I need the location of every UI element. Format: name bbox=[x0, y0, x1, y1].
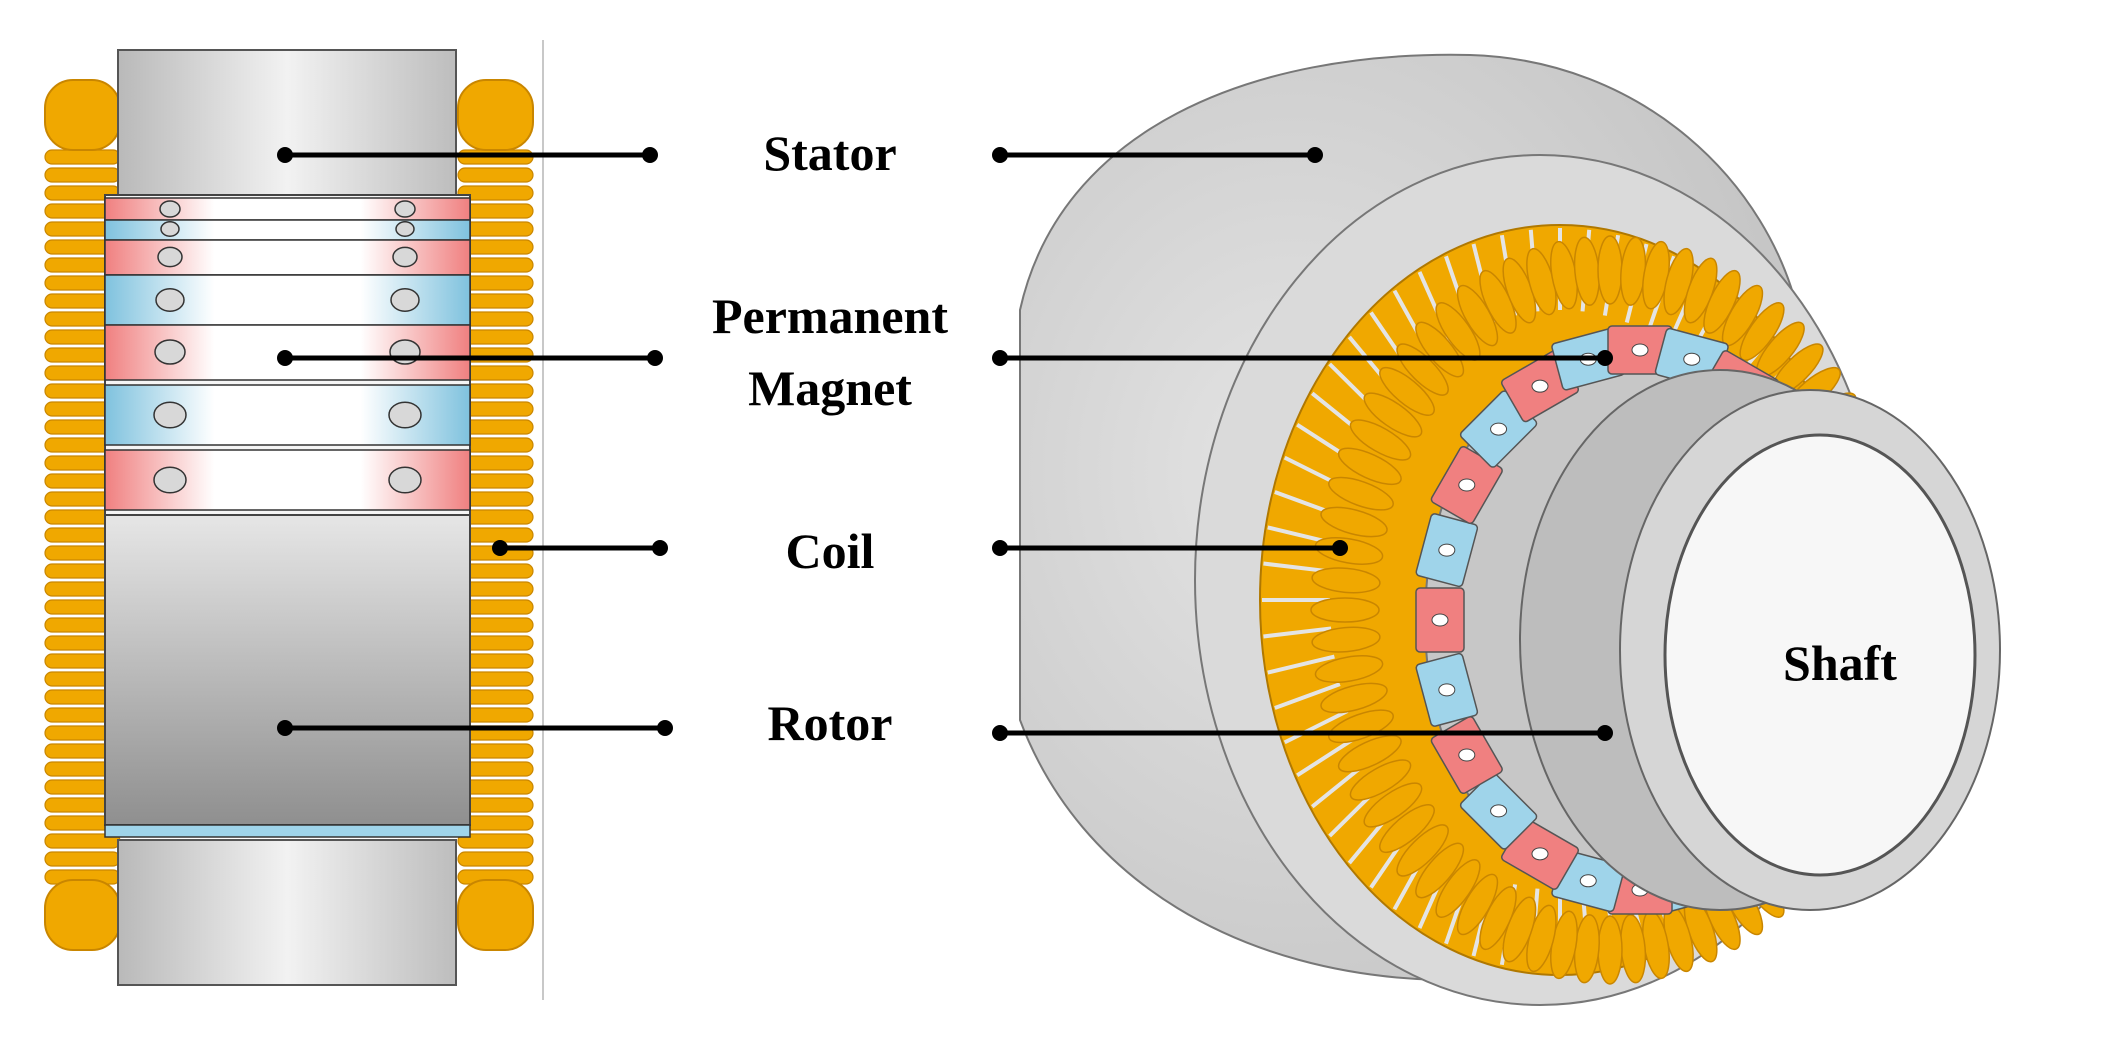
coil-turn bbox=[1328, 476, 1394, 511]
coil-end-cap bbox=[44, 879, 121, 951]
magnet-hole bbox=[159, 200, 181, 218]
leader-dot bbox=[642, 147, 658, 163]
magnet-holes bbox=[153, 200, 422, 494]
leader-dot bbox=[652, 540, 668, 556]
coil-turn bbox=[457, 851, 534, 867]
magnet-hole bbox=[1579, 874, 1597, 888]
coil-turn bbox=[1349, 759, 1412, 801]
leader-dot bbox=[1307, 147, 1323, 163]
coil-turn bbox=[1597, 915, 1623, 985]
magnet-hole bbox=[160, 221, 180, 237]
leader-dot bbox=[992, 725, 1008, 741]
magnet-hole bbox=[1531, 379, 1549, 393]
coil-turn bbox=[457, 185, 534, 201]
leader-dot bbox=[657, 720, 673, 736]
coil-end-cap bbox=[457, 879, 534, 951]
coil-windings-left bbox=[44, 149, 121, 885]
coil-turn bbox=[1363, 392, 1423, 438]
magnet-hole bbox=[1631, 343, 1649, 357]
rotor-label: Rotor bbox=[768, 695, 893, 751]
cross-section-view bbox=[44, 40, 544, 1000]
magnet-hole bbox=[390, 288, 420, 312]
magnet-hole bbox=[395, 221, 415, 237]
leader-dot bbox=[992, 540, 1008, 556]
stator-tooth bbox=[1267, 654, 1335, 675]
shaft-label: Shaft bbox=[1783, 635, 1897, 691]
coil-turn bbox=[1597, 235, 1623, 305]
stator-top-block bbox=[117, 49, 457, 196]
coil-turn bbox=[1320, 506, 1388, 538]
magnet-hole bbox=[1490, 422, 1508, 436]
shaft bbox=[1663, 433, 1977, 877]
coil-end-cap bbox=[457, 79, 534, 151]
magnet-hole bbox=[388, 466, 422, 494]
coil-turn bbox=[1415, 842, 1465, 899]
leader-dot bbox=[1597, 350, 1613, 366]
coil-turn bbox=[1320, 682, 1388, 714]
leader-dot bbox=[1332, 540, 1348, 556]
coil-turn bbox=[44, 149, 121, 165]
coil-turn bbox=[44, 167, 121, 183]
leader-dot bbox=[277, 350, 293, 366]
stator-tooth bbox=[1296, 735, 1359, 778]
coil-turn bbox=[1349, 419, 1412, 461]
stator-bottom-block bbox=[117, 839, 457, 986]
coil-turn bbox=[44, 851, 121, 867]
coil-turn bbox=[457, 167, 534, 183]
annotations: Stator Permanent Magnet Coil Rotor Shaft bbox=[277, 125, 1897, 751]
magnet-hole bbox=[1438, 543, 1456, 557]
stator-tooth bbox=[1283, 709, 1349, 745]
magnet-hole bbox=[1458, 478, 1476, 492]
coil-turn bbox=[1337, 734, 1402, 773]
magnet-hole bbox=[394, 200, 416, 218]
coil-turn bbox=[1435, 859, 1481, 918]
stator-label: Stator bbox=[763, 125, 896, 181]
magnet-hole bbox=[155, 288, 185, 312]
coil-turn bbox=[1310, 597, 1380, 623]
coil-label: Coil bbox=[786, 523, 875, 579]
leader-dot bbox=[647, 350, 663, 366]
leader-dot bbox=[277, 720, 293, 736]
coil-end-cap bbox=[44, 79, 121, 151]
coil-turn bbox=[457, 833, 534, 849]
magnet-hole bbox=[1458, 748, 1476, 762]
coil-turn bbox=[1311, 626, 1381, 653]
coil-turn bbox=[1456, 873, 1499, 936]
magnet-hole bbox=[1431, 613, 1449, 627]
magnet-hole bbox=[154, 339, 186, 365]
permanent-magnet-label-line1: Permanent bbox=[712, 288, 948, 344]
magnet-hole bbox=[1531, 847, 1549, 861]
leader-dot bbox=[277, 147, 293, 163]
magnet-hole bbox=[153, 466, 187, 494]
rotor-core bbox=[104, 514, 471, 826]
coil-turn bbox=[1314, 655, 1384, 684]
coil-turn bbox=[1363, 782, 1423, 828]
magnet-hole bbox=[388, 401, 422, 429]
leader-dot bbox=[1597, 725, 1613, 741]
coil-turn bbox=[1314, 536, 1384, 565]
isometric-view bbox=[1019, 53, 2001, 1006]
magnet-hole bbox=[392, 246, 418, 268]
magnet-hole bbox=[1438, 683, 1456, 697]
stator-tooth bbox=[1263, 626, 1332, 639]
leader-dot bbox=[992, 350, 1008, 366]
magnet-band-blue bbox=[104, 219, 471, 241]
coil-turn bbox=[1379, 804, 1435, 854]
leader-dot bbox=[992, 147, 1008, 163]
coil-turn bbox=[1337, 447, 1402, 486]
magnet-hole bbox=[157, 246, 183, 268]
magnet-hole bbox=[153, 401, 187, 429]
stator-tooth bbox=[1274, 682, 1341, 710]
magnet-hole bbox=[1490, 804, 1508, 818]
coil-turn bbox=[1379, 366, 1435, 416]
coil-turn bbox=[1311, 567, 1381, 594]
magnet-strip-bottom bbox=[104, 824, 471, 838]
permanent-magnet-label-line2: Magnet bbox=[748, 360, 912, 416]
magnet-hole bbox=[1683, 352, 1701, 366]
leader-dot bbox=[492, 540, 508, 556]
coil-turn bbox=[1396, 824, 1449, 877]
